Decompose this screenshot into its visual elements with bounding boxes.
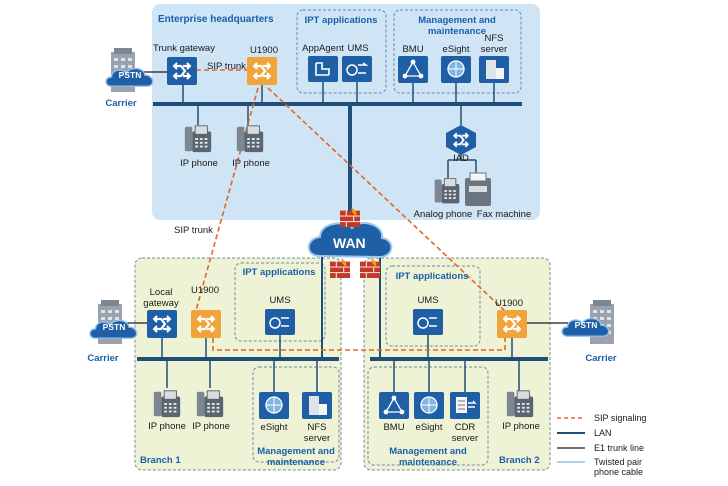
b1-nfs-server-label: NFS server: [303, 422, 331, 444]
hq-iad-label: IAD: [453, 153, 469, 164]
hq-appagent-icon: [308, 56, 338, 82]
hq-mgmt-title: Management and maintenance: [418, 15, 496, 37]
b1-nfs-server-icon: [302, 392, 332, 419]
b1-ipt-title: IPT applications: [242, 267, 316, 278]
hq-fax-machine-icon: [465, 172, 491, 206]
hq-ip-phone-2-icon: [236, 125, 264, 153]
pstn-left-top-label: PSTN: [118, 70, 142, 80]
hq-esight-label: eSight: [442, 44, 470, 55]
sip-trunk-hq-label: SIP trunk: [207, 61, 246, 72]
b2-ums-label: UMS: [417, 295, 439, 306]
b1-esight-label: eSight: [260, 422, 288, 433]
hq-ums-icon: [342, 56, 372, 82]
hq-appagent-label: AppAgent: [302, 43, 344, 54]
branch2-title: Branch 2: [499, 455, 540, 466]
b1-ip-phone-1-icon: [153, 390, 181, 418]
legend-sip: SIP signaling: [594, 413, 647, 423]
legend-lan: LAN: [594, 428, 612, 438]
b1-mgmt-title: Management and maintenance: [257, 446, 335, 468]
hq-trunk-gateway-label: Trunk gateway: [153, 43, 215, 54]
hq-ip-phone-2-label: IP phone: [232, 158, 270, 169]
b2-ip-phone-label: IP phone: [502, 421, 540, 432]
branch1-title: Branch 1: [140, 455, 181, 466]
hq-ipt-title: IPT applications: [304, 15, 378, 26]
b2-cdr-server-icon: [450, 392, 480, 419]
b2-u1900-icon: [497, 310, 527, 338]
hq-nfs-server-label: NFS server: [480, 33, 508, 55]
hq-ums-label: UMS: [347, 43, 369, 54]
carrier-left-top-label: Carrier: [105, 98, 137, 109]
legend-twisted-pair: Twisted pair phone cable: [594, 457, 644, 477]
b1-u1900-label: U1900: [191, 285, 219, 296]
b1-esight-icon: [259, 392, 289, 419]
b2-ip-phone-icon: [506, 390, 534, 418]
b2-ums-icon: [413, 309, 443, 335]
hq-title: Enterprise headquarters: [158, 14, 274, 25]
hq-ipt-group: [296, 9, 387, 94]
hq-u1900-label: U1900: [250, 45, 278, 56]
hq-esight-icon: [441, 56, 471, 83]
b2-ipt-group: [385, 265, 481, 347]
hq-bmu-label: BMU: [402, 44, 424, 55]
wan-label: WAN: [333, 235, 366, 251]
b1-ums-label: UMS: [269, 295, 291, 306]
hq-fax-machine-label: Fax machine: [476, 209, 532, 220]
b2-ipt-title: IPT applications: [395, 271, 469, 282]
carrier-right-label: Carrier: [585, 353, 617, 364]
legend-e1: E1 trunk line: [594, 443, 645, 453]
hq-bmu-icon: [398, 56, 428, 83]
b1-ip-phone-1-label: IP phone: [148, 421, 186, 432]
hq-analog-phone-icon: [434, 178, 460, 204]
pstn-left-bottom-label: PSTN: [102, 322, 126, 332]
hq-nfs-server-icon: [479, 56, 509, 83]
hq-u1900-icon: [247, 57, 277, 85]
b2-esight-icon: [414, 392, 444, 419]
b1-u1900-icon: [191, 310, 221, 338]
b1-ums-icon: [265, 309, 295, 335]
b1-ip-phone-2-icon: [196, 390, 224, 418]
hq-mgmt-group: [393, 9, 522, 94]
b2-u1900-label: U1900: [495, 298, 523, 309]
b2-esight-label: eSight: [415, 422, 443, 433]
sip-trunk-wan-label: SIP trunk: [174, 225, 213, 236]
b1-local-gateway-label: Local gateway: [143, 287, 179, 309]
b1-mgmt-group: [252, 366, 340, 463]
hq-analog-phone-label: Analog phone: [413, 209, 473, 220]
hq-ip-phone-1-label: IP phone: [180, 158, 218, 169]
b2-bmu-icon: [379, 392, 409, 419]
b2-mgmt-title: Management and maintenance: [389, 446, 467, 468]
b1-ip-phone-2-label: IP phone: [192, 421, 230, 432]
hq-iad-icon: [446, 125, 476, 155]
pstn-right-label: PSTN: [574, 320, 598, 330]
hq-ip-phone-1-icon: [184, 125, 212, 153]
b2-mgmt-group: [367, 366, 489, 466]
b2-bmu-label: BMU: [383, 422, 405, 433]
b2-cdr-server-label: CDR server: [451, 422, 479, 444]
hq-trunk-gateway-icon: [167, 57, 197, 85]
b1-local-gateway-icon: [147, 310, 177, 338]
carrier-left-bottom-label: Carrier: [87, 353, 119, 364]
wan-cloud: [307, 222, 393, 259]
